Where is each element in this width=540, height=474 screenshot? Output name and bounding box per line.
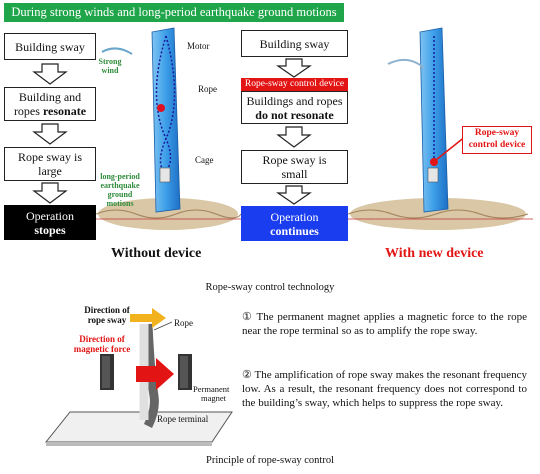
device-pointer bbox=[435, 135, 467, 161]
label-long-period-quake: long-period earthquake ground motions bbox=[98, 172, 142, 208]
left-cage bbox=[159, 167, 171, 183]
left-arrow-3 bbox=[32, 182, 68, 204]
caption-bottom: Principle of rope-sway control bbox=[205, 455, 334, 466]
left-box2-line1: Building and bbox=[18, 90, 82, 104]
right-ground-wave bbox=[348, 209, 529, 219]
label-cage: Cage bbox=[195, 155, 214, 165]
right-box3-line2: small bbox=[281, 167, 308, 181]
with-device-title: With new device bbox=[385, 246, 484, 261]
force-line1: Direction of bbox=[79, 334, 125, 344]
wind-swirl bbox=[101, 47, 133, 55]
sway-line2: rope sway bbox=[87, 315, 127, 325]
right-arrow-2 bbox=[276, 126, 312, 148]
principle-para-1: ① The permanent magnet applies a magneti… bbox=[242, 311, 527, 337]
device-label: Rope-sway control device bbox=[462, 126, 532, 154]
label-rope: Rope bbox=[198, 84, 217, 94]
left-magnet-face bbox=[102, 356, 110, 388]
quake-line2: earthquake bbox=[100, 181, 140, 190]
title-banner: During strong winds and long-period eart… bbox=[4, 3, 344, 22]
rope-curve bbox=[143, 323, 159, 429]
right-cage bbox=[427, 167, 439, 183]
label-rope-terminal: Rope terminal bbox=[157, 414, 209, 424]
wind-line1: Strong bbox=[98, 57, 122, 66]
label-strong-wind: Strong wind bbox=[95, 57, 125, 75]
left-box-rope-sway: Rope sway is large bbox=[4, 147, 96, 181]
principle-para-2: ② The amplification of rope sway makes t… bbox=[242, 369, 527, 409]
right-box3-line1: Rope sway is bbox=[262, 153, 327, 167]
left-box4-line1: Operation bbox=[26, 208, 74, 223]
left-box-operation: Operation stopes bbox=[4, 205, 96, 240]
right-box4-line1: Operation bbox=[270, 209, 319, 224]
left-arrow-2 bbox=[32, 123, 68, 145]
left-box1-text: Building sway bbox=[15, 39, 85, 54]
caption-top: Rope-sway control technology bbox=[205, 282, 335, 293]
right-arrow-3 bbox=[276, 185, 312, 205]
right-arrow-1 bbox=[276, 58, 312, 78]
sway-line1: Direction of bbox=[84, 305, 130, 315]
right-box4-line2: continues bbox=[270, 223, 319, 238]
right-tower-illustration bbox=[348, 27, 533, 230]
left-box-resonate: Building and ropes resonate bbox=[4, 87, 96, 121]
left-box4-line2: stopes bbox=[34, 222, 66, 237]
left-arrow-1 bbox=[32, 63, 68, 85]
right-magnet-face bbox=[180, 356, 188, 388]
right-box-operation: Operation continues bbox=[241, 206, 348, 241]
permanent-line1: Permanent bbox=[193, 384, 230, 394]
left-ground bbox=[98, 198, 238, 230]
right-wind-swirl bbox=[387, 58, 425, 69]
left-box-building-sway: Building sway bbox=[4, 33, 96, 60]
right-box-building-sway: Building sway bbox=[241, 30, 348, 57]
label-principle-rope: Rope bbox=[174, 318, 193, 328]
device-bar: Rope-sway control device bbox=[241, 78, 348, 91]
quake-line4: motions bbox=[106, 199, 134, 208]
left-box3-line1: Rope sway is bbox=[18, 150, 82, 164]
rope-pointer bbox=[153, 321, 173, 331]
right-box1-text: Building sway bbox=[259, 36, 330, 51]
right-box2-line1: Buildings and ropes bbox=[246, 93, 343, 108]
principle-illustration bbox=[44, 308, 233, 446]
force-line2: magnetic force bbox=[73, 344, 131, 354]
left-rope-sway bbox=[155, 35, 172, 175]
left-box2-line2b: resonate bbox=[42, 104, 87, 118]
permanent-line2: magnet bbox=[201, 393, 227, 403]
right-box2-line2: do not resonate bbox=[255, 107, 334, 122]
wind-line2: wind bbox=[101, 66, 119, 75]
right-box-no-resonate: Buildings and ropes do not resonate bbox=[241, 91, 348, 124]
left-ground-wave bbox=[96, 209, 241, 219]
quake-line3: ground bbox=[107, 190, 133, 199]
left-tower-body bbox=[151, 27, 181, 213]
label-motor: Motor bbox=[187, 41, 210, 51]
left-box3-line2: large bbox=[38, 164, 62, 178]
base-plate-side bbox=[46, 442, 212, 446]
device-label-line2: control device bbox=[468, 140, 526, 150]
quake-line1: long-period bbox=[100, 172, 140, 181]
sway-arrow bbox=[130, 308, 166, 328]
label-permanent-magnet: Permanent magnet bbox=[193, 385, 229, 403]
left-rope-sway-2 bbox=[159, 35, 176, 175]
right-ground bbox=[350, 198, 526, 230]
label-direction-sway: Direction of rope sway bbox=[72, 305, 142, 325]
force-arrow bbox=[136, 358, 174, 390]
left-rope-marker bbox=[157, 104, 165, 112]
without-device-title: Without device bbox=[111, 246, 202, 261]
device-label-line1: Rope-sway bbox=[474, 128, 520, 138]
label-direction-force: Direction of magnetic force bbox=[62, 334, 142, 354]
left-box2-line2a: ropes bbox=[13, 104, 43, 118]
right-box-rope-sway: Rope sway is small bbox=[241, 150, 348, 184]
left-tower-illustration bbox=[96, 27, 241, 230]
